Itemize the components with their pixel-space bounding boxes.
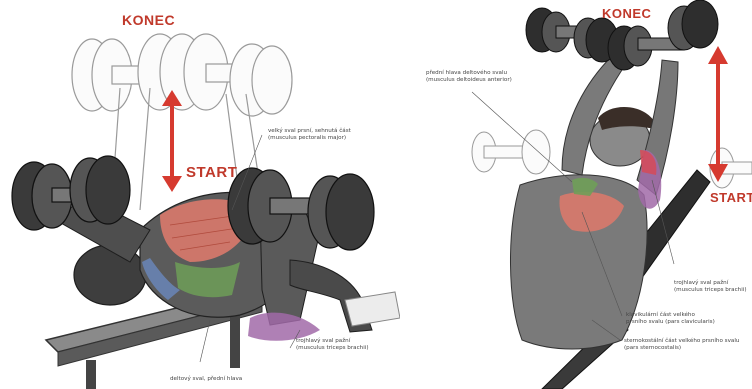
flat-bench-press-drawing: [0, 0, 400, 389]
triceps-annotation: trojhlavý sval pažní (musculus triceps b…: [674, 280, 752, 293]
end-label: KONEC: [602, 6, 651, 21]
deltoid-annotation: deltový sval, přední hlava: [170, 376, 280, 383]
incline-press-drawing: [412, 0, 752, 389]
range-of-motion-arrow: [162, 90, 182, 192]
start-label: START: [710, 190, 752, 205]
lifter-figure: [510, 56, 678, 349]
end-label: KONEC: [122, 12, 175, 28]
clavicular-pectoral-annotation: klavikulární část velkého prsního svalu …: [626, 312, 752, 325]
incline-press-illustration: KONEC START přední hlava deltového svalu…: [412, 0, 752, 389]
start-label: START: [186, 164, 237, 181]
triceps-annotation: trojhlavý sval pažní (musculus triceps b…: [296, 338, 396, 351]
anterior-deltoid-annotation: přední hlava deltového svalu (musculus d…: [426, 70, 546, 83]
pectoral-annotation: velký sval prsní, sehnutá část (musculus…: [268, 128, 378, 141]
flat-bench-press-illustration: KONEC START velký sval prsní, sehnutá čá…: [0, 0, 400, 389]
sternocostal-pectoral-annotation: sternokostální část velkého prsního sval…: [624, 338, 752, 351]
